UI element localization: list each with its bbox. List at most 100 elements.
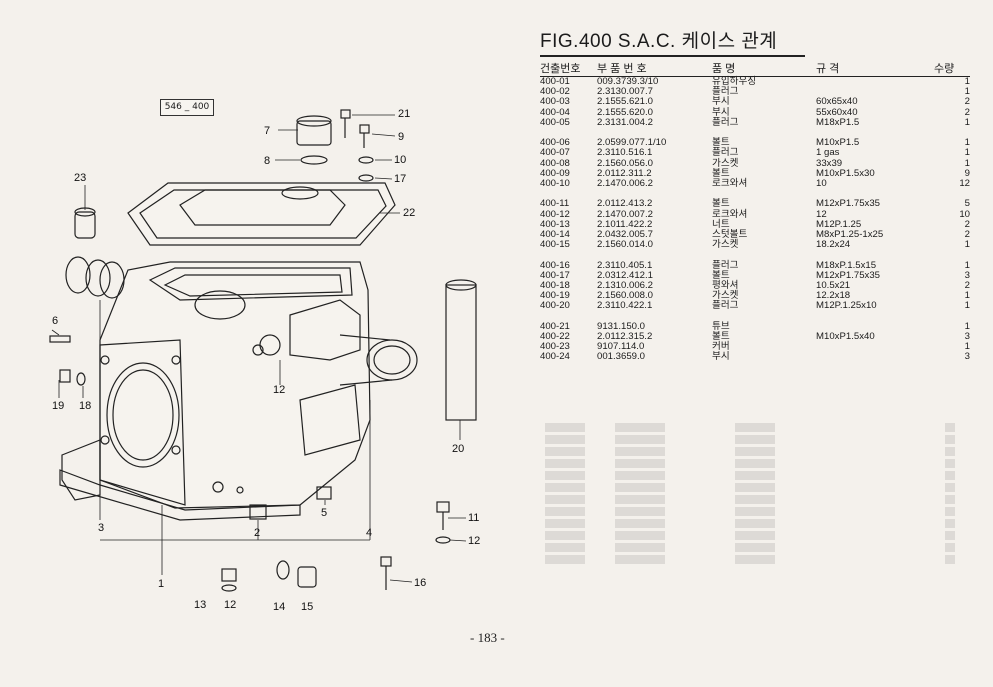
part-no-cell: 9107.114.0 [597,341,645,353]
part-no-cell: 2.1310.006.2 [597,280,654,292]
spec-cell: 1 gas [816,147,840,159]
spec-cell: M12xP1.75x35 [816,269,880,281]
qty-cell: 1 [964,290,970,302]
callout-20: 19 [52,400,65,412]
part-name-cell: 너트 [712,218,730,230]
qty-cell: 1 [964,239,970,251]
callout-1: 1 [158,578,165,590]
item-no-cell: 400-06 [540,137,570,149]
item-no-cell: 400-15 [540,239,570,251]
item-no-cell: 400-10 [540,178,570,190]
spec-cell: M12P.1.25 [816,218,862,230]
part-no-cell: 2.3110.405.1 [597,259,653,271]
item-no-cell: 400-05 [540,116,570,128]
qty-cell: 1 [964,320,970,332]
part-no-cell: 2.1470.006.2 [597,178,654,190]
part-name-cell: 볼트 [712,167,730,179]
part-no-cell: 2.1560.056.0 [597,157,654,169]
item-no-cell: 400-19 [540,290,570,302]
part-name-cell: 커버 [712,341,730,353]
spec-cell: 12.2x18 [816,290,851,302]
qty-cell: 2 [964,229,970,241]
callout-12-lower: 12 [224,599,237,611]
qty-cell: 3 [964,331,970,343]
callout-24: 23 [74,172,87,184]
qty-cell: 1 [964,341,970,353]
part-no-cell: 2.1555.621.0 [597,96,654,108]
callout-3: 3 [98,522,105,534]
part-no-cell: 2.0432.005.7 [597,229,654,241]
callout-4: 4 [366,527,373,539]
part-no-cell: 2.0312.412.1 [597,269,654,281]
spec-cell: 55x60x40 [816,106,858,118]
qty-cell: 1 [964,300,970,312]
part-name-cell: 부시 [712,351,730,363]
item-no-cell: 400-16 [540,259,570,271]
part-name-cell: 볼트 [712,137,730,149]
header-item-no: 건출번호 [540,60,597,77]
table-header-row: 건출번호 부 품 번 호 품 명 규 격 수량 [540,60,970,77]
callout-11: 11 [468,512,480,524]
callout-15: 14 [273,601,286,613]
qty-cell: 1 [964,76,970,87]
item-no-cell: 400-07 [540,147,570,159]
part-no-cell: 2.0112.315.2 [597,331,653,343]
qty-cell: 2 [964,106,970,118]
part-name-cell: 볼트 [712,269,730,281]
header-spec: 규 격 [816,60,934,77]
spec-cell: M8xP1.25-1x25 [816,229,884,241]
part-no-cell: 2.1555.620.0 [597,106,654,118]
part-name-cell: 가스켓 [712,157,739,169]
part-name-cell: 로크와셔 [712,208,748,220]
callout-2: 2 [254,527,261,539]
part-name-cell: 볼트 [712,198,730,210]
part-name-cell: 유입하우징 [712,76,757,87]
part-name-cell: 플러그 [712,300,739,312]
item-no-cell: 400-09 [540,167,570,179]
item-no-cell: 400-20 [540,300,570,312]
figure-reference-box: 546 _ 400 [160,99,214,116]
item-no-cell: 400-02 [540,86,570,98]
item-no-cell: 400-03 [540,96,570,108]
callout-23: 22 [403,207,416,219]
item-no-cell: 400-11 [540,198,570,210]
qty-cell: 2 [964,218,970,230]
qty-cell: 2 [964,96,970,108]
parts-list: FIG.400 S.A.C. 케이스 관계 건출번호 부 품 번 호 품 명 규… [540,30,970,363]
callout-10: 10 [394,154,407,166]
spec-cell: 12 [816,208,827,220]
header-qty: 수량 [934,60,970,77]
item-no-cell: 400-08 [540,157,570,169]
spec-cell: 60x65x40 [816,96,858,108]
callout-18: 17 [394,173,407,185]
callout-12: 12 [468,535,481,547]
exploded-diagram: 546 _ 400 [49,99,505,645]
qty-cell: 1 [964,157,970,169]
qty-cell: 1 [964,147,970,159]
callout-5: 5 [321,507,328,519]
qty-cell: 5 [964,198,970,210]
part-name-cell: 평와셔 [712,280,739,292]
callout-6: 6 [52,315,59,327]
qty-cell: 10 [959,208,970,220]
callout-13: 13 [194,599,207,611]
spec-cell [816,352,934,362]
item-no-cell: 400-01 [540,76,570,87]
qty-cell: 3 [964,351,970,363]
case-illustration [49,109,477,592]
qty-cell: 1 [964,86,970,98]
